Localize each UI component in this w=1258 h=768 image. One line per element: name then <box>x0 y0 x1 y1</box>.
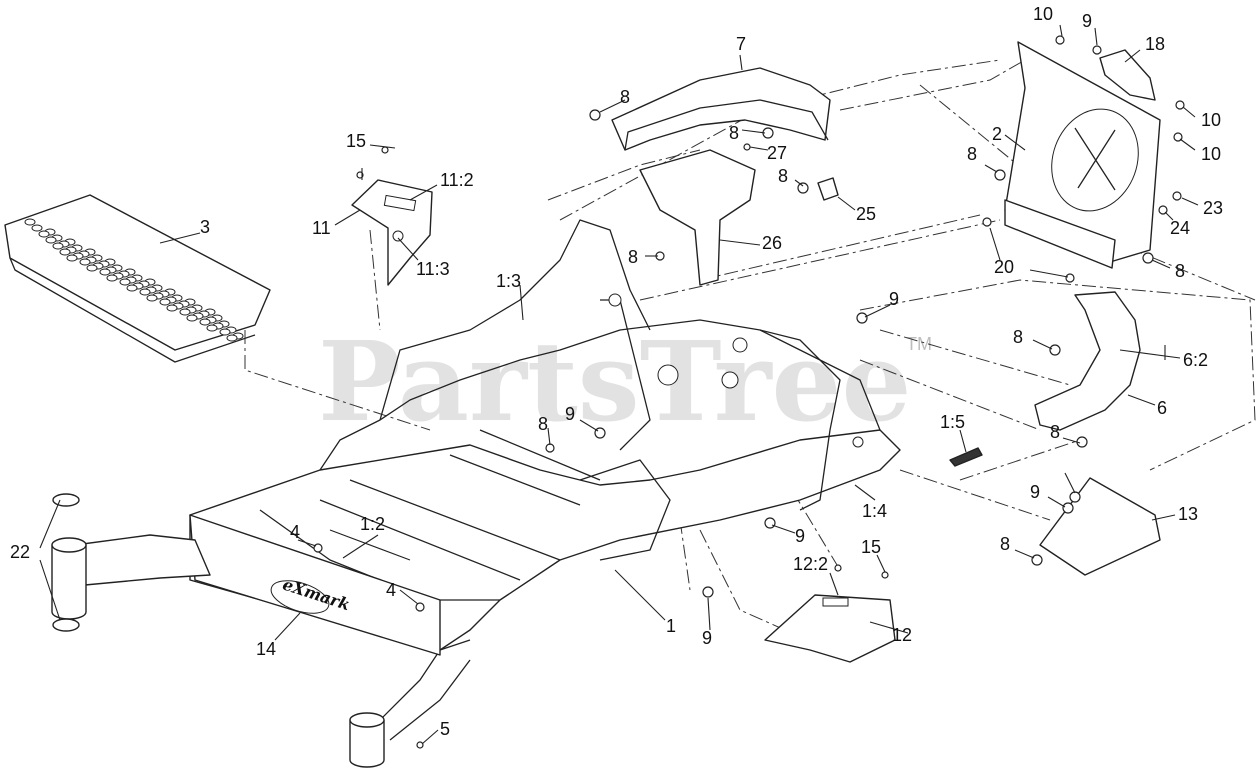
part-1-frame <box>189 219 901 741</box>
part-13-plate <box>1039 477 1161 576</box>
callout-10a: 10 <box>1033 4 1053 24</box>
callout-9c: 9 <box>565 404 575 424</box>
callout-11-2: 11:2 <box>440 170 474 190</box>
callout-9d: 9 <box>795 526 805 546</box>
callout-8g: 8 <box>1013 327 1023 347</box>
part-14-bumper: eXmark <box>189 514 441 656</box>
callout-9a: 9 <box>1082 11 1092 31</box>
callout-labels: 1 1:2 1:3 1:4 1:5 2 3 4 4 5 6 6:2 7 8 8 … <box>10 4 1223 739</box>
callout-15b: 15 <box>861 537 881 557</box>
callout-4b: 4 <box>386 580 396 600</box>
callout-12: 12 <box>892 625 912 645</box>
callout-23: 23 <box>1203 198 1223 218</box>
callout-5: 5 <box>440 719 450 739</box>
callout-4a: 4 <box>290 522 300 542</box>
part-11-bracket <box>351 179 433 286</box>
watermark: PartsTree TM <box>318 317 932 446</box>
part-26-bracket <box>639 149 756 286</box>
callout-8b: 8 <box>729 123 739 143</box>
part-6-side-cover <box>1034 291 1141 431</box>
part-18-decal <box>1099 49 1156 101</box>
callout-8j: 8 <box>538 414 548 434</box>
callout-11-3: 11:3 <box>416 259 450 279</box>
callout-9f: 9 <box>1030 482 1040 502</box>
part-3-perforated-plate <box>4 194 271 363</box>
callout-8a: 8 <box>620 87 630 107</box>
part-7-cover <box>611 67 831 151</box>
callout-13: 13 <box>1178 504 1198 524</box>
callout-8c: 8 <box>778 166 788 186</box>
callout-22: 22 <box>10 542 30 562</box>
callout-15a: 15 <box>346 131 366 151</box>
callout-26: 26 <box>762 233 782 253</box>
callout-1: 1 <box>666 616 676 636</box>
callout-11: 11 <box>312 218 331 238</box>
part-25-clip <box>817 177 839 201</box>
fasteners <box>313 35 1185 749</box>
callout-8d: 8 <box>628 247 638 267</box>
callout-27: 27 <box>767 143 787 163</box>
callout-25: 25 <box>856 204 876 224</box>
callout-8h: 8 <box>1050 422 1060 442</box>
callout-1-5: 1:5 <box>940 412 965 432</box>
callout-8i: 8 <box>1000 534 1010 554</box>
callout-8f: 8 <box>1175 261 1185 281</box>
callout-12-2: 12:2 <box>793 554 828 574</box>
callout-14: 14 <box>256 639 276 659</box>
callout-8e: 8 <box>967 144 977 164</box>
callout-1-4: 1:4 <box>862 501 887 521</box>
callout-2: 2 <box>992 124 1002 144</box>
callout-7: 7 <box>736 34 746 54</box>
callout-1-2: 1:2 <box>360 514 385 534</box>
callout-24: 24 <box>1170 218 1190 238</box>
watermark-text: PartsTree <box>318 317 912 446</box>
callout-6-2: 6:2 <box>1183 350 1208 370</box>
callout-20: 20 <box>994 257 1014 277</box>
leader-lines <box>39 24 1199 745</box>
part-2-plate <box>1004 41 1161 269</box>
part-5-caster-tube <box>349 712 385 768</box>
part-12-plate <box>764 594 896 663</box>
callout-10c: 10 <box>1201 144 1221 164</box>
part-1-5-decal <box>949 447 983 467</box>
callout-10b: 10 <box>1201 110 1221 130</box>
callout-6: 6 <box>1157 398 1167 418</box>
part-22-caster-arm <box>51 493 211 632</box>
callout-3: 3 <box>200 217 210 237</box>
callout-18: 18 <box>1145 34 1165 54</box>
callout-1-3: 1:3 <box>496 271 521 291</box>
callout-9e: 9 <box>702 628 712 648</box>
callout-9b: 9 <box>889 289 899 309</box>
